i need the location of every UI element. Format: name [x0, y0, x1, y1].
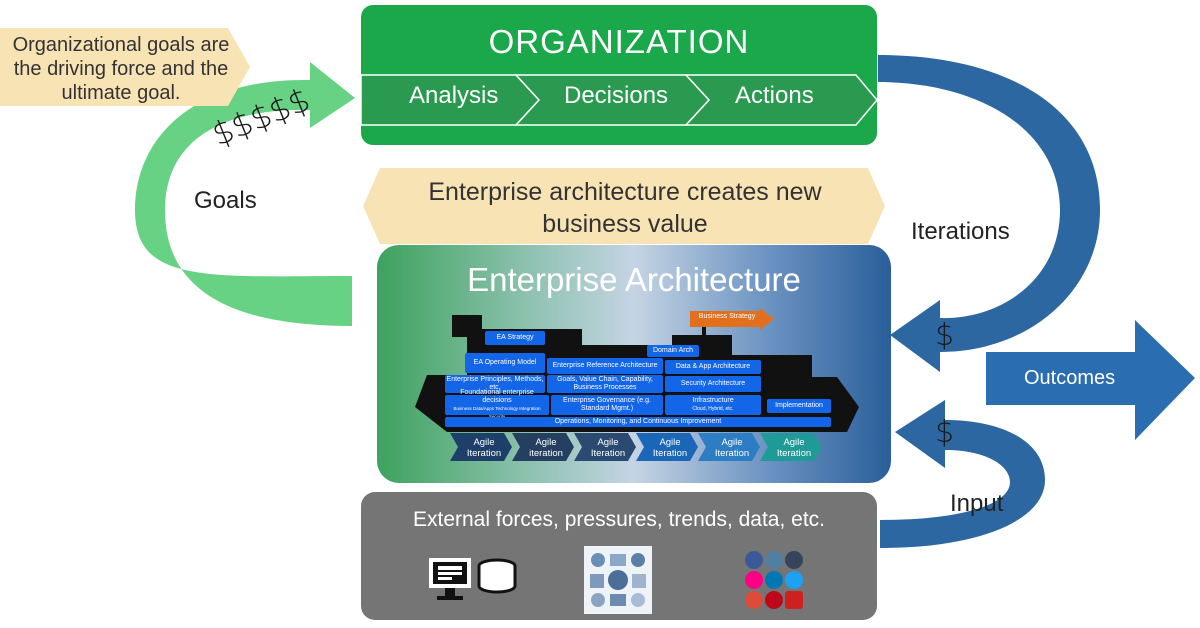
domain-arch-block: Domain Arch	[647, 345, 699, 357]
enterprise-architecture-panel: Enterprise Architecture Business Strateg…	[377, 245, 891, 483]
social-media-icon	[745, 551, 803, 609]
security-architecture-block: Security Architecture	[665, 376, 761, 392]
data-app-architecture-block: Data & App Architecture	[665, 360, 761, 374]
value-banner-shape	[363, 168, 885, 244]
goals-loop-arrow	[135, 62, 355, 326]
goals-note-banner	[0, 28, 250, 106]
process-chevrons	[361, 74, 877, 126]
goals-label: Goals	[194, 187, 257, 214]
operations-block: Operations, Monitoring, and Continuous I…	[445, 417, 831, 427]
agile-iteration-6: Agile Iteration	[776, 437, 812, 459]
iterations-dollar: $	[935, 318, 955, 353]
iterations-label: Iterations	[911, 218, 1010, 245]
agile-iteration-2: Agile iteration	[529, 437, 563, 459]
outcomes-label: Outcomes	[1024, 367, 1116, 389]
input-label: Input	[950, 490, 1004, 517]
ea-operating-model-block: EA Operating Model	[465, 353, 545, 373]
input-loop-arrow	[880, 400, 1045, 548]
agile-iteration-4: Agile Iteration	[652, 437, 688, 459]
foundational-decisions-block: Foundational enterprise decisions Busine…	[445, 389, 549, 419]
enterprise-principles-block: Enterprise Principles, Methods, etc.	[445, 375, 545, 393]
infrastructure-block: Infrastructure Cloud, Hybrid, etc.	[665, 395, 761, 415]
outcomes-arrow-shape	[986, 320, 1195, 440]
foundational-decisions-label: Foundational enterprise decisions	[460, 389, 534, 404]
implementation-block: Implementation	[767, 399, 831, 413]
agile-iteration-1: Agile Iteration	[466, 437, 502, 459]
infrastructure-label: Infrastructure	[692, 397, 734, 404]
value-banner-text: Enterprise architecture creates new busi…	[428, 178, 822, 238]
infrastructure-sub: Cloud, Hybrid, etc.	[692, 406, 734, 412]
enterprise-governance-block: Enterprise Governance (e.g. Standard Mgm…	[551, 395, 663, 415]
step-actions: Actions	[735, 82, 814, 109]
ea-strategy-block: EA Strategy	[485, 331, 545, 345]
agile-iteration-5: Agile Iteration	[714, 437, 750, 459]
goals-note: Organizational goals are the driving for…	[12, 34, 230, 104]
foundational-decisions-sub: Business Data/Apps Technology Integratio…	[453, 406, 541, 419]
external-forces-title: External forces, pressures, trends, data…	[412, 508, 826, 531]
iterations-loop-arrow	[878, 55, 1100, 372]
business-strategy-arrow	[690, 308, 774, 330]
ea-title: Enterprise Architecture	[467, 261, 801, 298]
step-decisions: Decisions	[564, 82, 669, 109]
agile-iteration-3: Agile Iteration	[590, 437, 626, 459]
enterprise-reference-block: Enterprise Reference Architecture	[547, 358, 663, 374]
agile-iteration-chevrons	[450, 433, 822, 461]
external-forces-box: External forces, pressures, trends, data…	[361, 492, 877, 620]
goals-value-chain-block: Goals, Value Chain, Capability, Business…	[547, 375, 663, 393]
input-dollar: $	[935, 415, 955, 450]
organization-title: ORGANIZATION	[488, 23, 750, 60]
business-strategy-label: Business Strategy	[698, 313, 756, 320]
technology-collage-icon	[584, 546, 652, 614]
monitor-database-icon	[429, 558, 517, 600]
step-analysis: Analysis	[409, 82, 499, 109]
organization-box: ORGANIZATION Analysis Decisions Actions	[361, 5, 877, 145]
